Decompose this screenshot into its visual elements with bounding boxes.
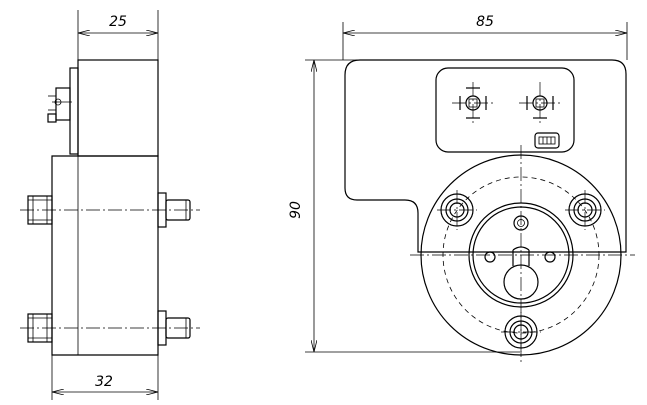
- front-view: 85 90: [288, 14, 635, 365]
- bolt-hole-right: [565, 190, 605, 230]
- bolt-hole-left: [437, 190, 477, 230]
- side-body-lower: [51, 155, 159, 356]
- dimension-front-height: 90: [288, 201, 304, 219]
- side-port-right: [544, 251, 556, 263]
- side-body-upper: [77, 59, 159, 157]
- side-port-left: [484, 251, 496, 263]
- indicator-panel: [435, 67, 575, 153]
- indicator-left: [452, 82, 494, 124]
- dimension-side-bottom-width: 32: [95, 374, 113, 390]
- connector-icon: [534, 132, 560, 149]
- dimension-front-width: 85: [476, 14, 494, 30]
- dimension-side-width: 25: [109, 14, 127, 30]
- side-view: 25: [20, 10, 200, 400]
- indicator-right: [519, 82, 561, 124]
- bolt-hole-bottom: [501, 312, 541, 352]
- side-connector: [47, 67, 79, 155]
- front-body-plate: [344, 59, 627, 253]
- drain-port: [503, 264, 539, 300]
- center-port-top: [513, 215, 529, 231]
- channel: [512, 246, 530, 266]
